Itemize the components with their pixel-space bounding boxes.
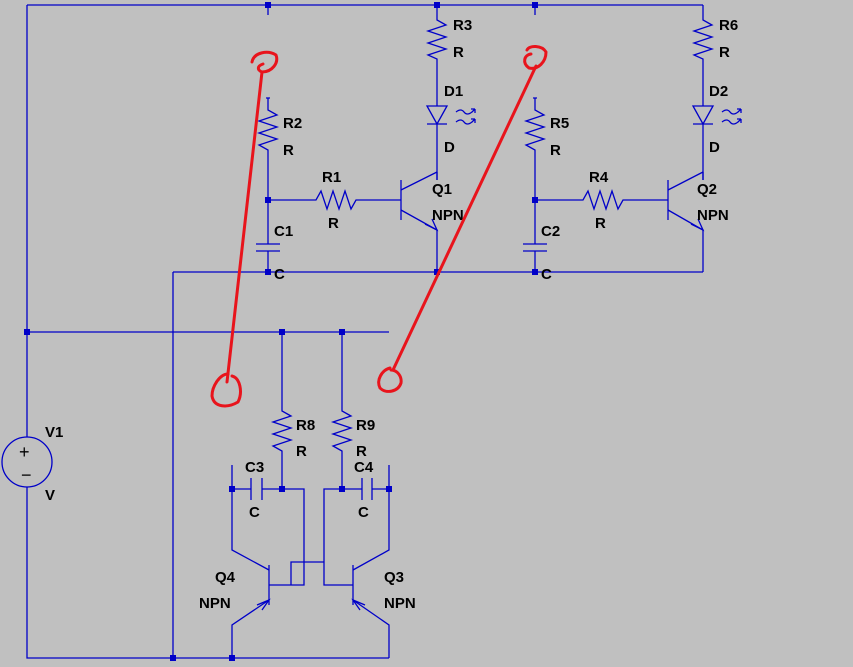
resistor-r8[interactable] [270,406,294,460]
transistor-q1[interactable] [400,171,439,240]
q4-name: Q4 [215,569,236,586]
r1-name: R1 [322,169,341,186]
r8-value: R [296,443,307,460]
r9-value: R [356,443,367,460]
v1-name: V1 [45,424,63,441]
flag-markers [266,97,537,105]
transistor-q3[interactable] [351,565,366,611]
r5-name: R5 [550,115,569,132]
q2-name: Q2 [697,181,717,198]
d1-value: D [444,139,455,156]
capacitor-c4[interactable] [361,478,373,500]
c3-value: C [249,504,260,521]
c1-value: C [274,266,285,283]
q3-name: Q3 [384,569,404,586]
capacitor-c3[interactable] [250,478,263,500]
c2-value: C [541,266,552,283]
q3-value: NPN [384,595,416,612]
transistor-q4[interactable] [256,565,271,611]
annotation-right-wire [377,45,548,393]
resistor-r5[interactable] [523,105,547,157]
c2-name: C2 [541,223,560,240]
voltage-source-v1[interactable]: + − [1,436,53,488]
d2-name: D2 [709,83,728,100]
transistor-q2[interactable] [667,171,705,240]
r2-name: R2 [283,115,302,132]
r3-value: R [453,44,464,61]
r5-value: R [550,142,561,159]
c4-name: C4 [354,459,374,476]
c3-name: C3 [245,459,264,476]
v1-minus-symbol: − [21,465,32,485]
c4-value: C [358,504,369,521]
resistor-r6[interactable] [691,15,715,63]
r8-name: R8 [296,417,315,434]
resistor-r9[interactable] [330,406,354,460]
annotation-left-wire [210,50,279,408]
q1-value: NPN [432,207,464,224]
c1-name: C1 [274,223,293,240]
wires [26,4,704,659]
resistor-r4[interactable] [578,188,626,212]
led-d2[interactable] [691,105,742,126]
v1-plus-symbol: + [19,442,30,462]
q1-name: Q1 [432,181,452,198]
junction-dots [24,2,538,661]
v1-value: V [45,487,55,504]
r4-name: R4 [589,169,609,186]
r9-name: R9 [356,417,375,434]
resistor-r1[interactable] [311,188,359,212]
component-labels: R3 R R6 R D1 D D2 D R2 R R5 R R1 R R4 R … [45,17,738,612]
r3-name: R3 [453,17,472,34]
q4-value: NPN [199,595,231,612]
q2-value: NPN [697,207,729,224]
r6-value: R [719,44,730,61]
d1-name: D1 [444,83,463,100]
r2-value: R [283,142,294,159]
r6-name: R6 [719,17,738,34]
r1-value: R [328,215,339,232]
led-d1[interactable] [425,105,476,126]
capacitor-c2[interactable] [523,243,547,252]
capacitor-c1[interactable] [256,243,280,252]
d2-value: D [709,139,720,156]
r4-value: R [595,215,606,232]
resistor-r3[interactable] [425,15,449,63]
resistor-r2[interactable] [256,105,280,157]
